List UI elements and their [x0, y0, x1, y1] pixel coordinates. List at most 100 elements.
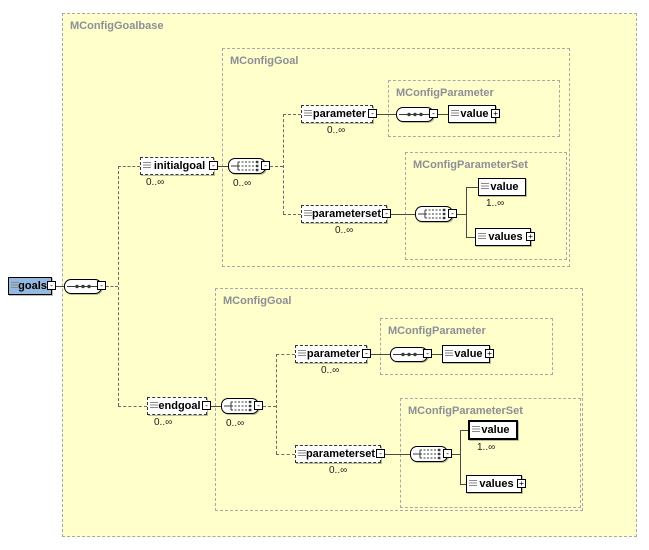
- connector-line: [377, 114, 396, 115]
- connector-line: [460, 484, 466, 485]
- collapse-icon[interactable]: -: [376, 449, 385, 458]
- element-value-parameter-top[interactable]: value: [448, 105, 496, 123]
- occurs-label: 0..∞: [146, 177, 165, 188]
- element-type-icon: [445, 350, 453, 356]
- collapse-icon[interactable]: -: [47, 281, 56, 290]
- sequence-glyph: [392, 352, 426, 357]
- sequence-glyph: [398, 112, 432, 117]
- element-type-icon: [304, 110, 312, 116]
- collapse-icon[interactable]: -: [254, 401, 263, 410]
- occurs-label: 0..∞: [335, 225, 354, 236]
- connector-line: [270, 166, 283, 167]
- connector-line: [391, 214, 415, 215]
- collapse-icon[interactable]: -: [97, 281, 106, 290]
- element-label: values: [479, 478, 514, 490]
- element-values-bottom[interactable]: values: [466, 475, 522, 493]
- connector-line: [118, 166, 140, 167]
- element-initialgoal[interactable]: initialgoal: [140, 157, 214, 175]
- element-type-icon: [478, 233, 486, 239]
- element-goals[interactable]: goals: [8, 277, 52, 295]
- group-mconfigparameterset-bottom: MConfigParameterSet: [400, 398, 581, 508]
- choice-glyph: [412, 448, 441, 460]
- element-type-icon: [143, 162, 151, 168]
- occurs-label: 0..∞: [321, 365, 340, 376]
- group-label-mconfiggoal-top: MConfigGoal: [230, 55, 299, 67]
- connector-line: [263, 406, 276, 407]
- element-label: value: [490, 181, 519, 193]
- element-endgoal[interactable]: endgoal: [147, 397, 207, 415]
- element-parameterset-top[interactable]: parameterset: [301, 205, 387, 223]
- element-type-icon: [11, 282, 19, 288]
- connector-line: [276, 454, 295, 455]
- element-label: value: [454, 348, 483, 360]
- expand-icon[interactable]: +: [517, 479, 526, 488]
- element-type-icon: [150, 402, 158, 408]
- group-mconfigparameterset-top: MConfigParameterSet: [405, 152, 567, 260]
- collapse-icon[interactable]: -: [261, 161, 270, 170]
- connector-line: [432, 354, 442, 355]
- occurs-label: 0..∞: [329, 465, 348, 476]
- element-value-parameter-bottom[interactable]: value: [442, 345, 490, 363]
- collapse-icon[interactable]: -: [209, 161, 218, 170]
- connector-line: [466, 237, 475, 238]
- expand-icon[interactable]: +: [526, 232, 535, 241]
- connector-line: [452, 454, 460, 455]
- group-label-mconfigparameter-bottom: MConfigParameter: [388, 325, 486, 337]
- element-parameter-top[interactable]: parameter: [301, 105, 373, 123]
- occurs-label: 0..∞: [327, 125, 346, 136]
- element-label: parameter: [306, 348, 361, 360]
- element-type-icon: [469, 480, 477, 486]
- element-label: value: [481, 424, 510, 436]
- element-type-icon: [298, 450, 306, 456]
- element-label: endgoal: [158, 400, 201, 412]
- expand-icon[interactable]: +: [491, 109, 500, 118]
- collapse-icon[interactable]: -: [443, 449, 452, 458]
- connector-line: [118, 166, 119, 406]
- connector-line: [276, 354, 295, 355]
- element-value-parameterset-bottom[interactable]: value: [468, 420, 518, 440]
- collapse-icon[interactable]: -: [423, 349, 432, 358]
- connector-line: [218, 166, 228, 167]
- collapse-icon[interactable]: -: [202, 401, 211, 410]
- element-parameterset-bottom[interactable]: parameterset: [295, 445, 381, 463]
- choice-glyph: [417, 208, 446, 220]
- element-values-top[interactable]: values: [475, 228, 531, 246]
- group-mconfiggoal-top: MConfigGoal: [222, 48, 570, 267]
- element-label: initialgoal: [153, 160, 206, 172]
- occurs-label: 0..∞: [226, 418, 245, 429]
- connector-line: [56, 286, 64, 287]
- element-parameter-bottom[interactable]: parameter: [295, 345, 367, 363]
- element-label: value: [460, 108, 489, 120]
- collapse-icon[interactable]: -: [362, 349, 371, 358]
- group-label-mconfiggoal-bottom: MConfigGoal: [223, 295, 292, 307]
- element-label: goals: [18, 280, 47, 292]
- connector-line: [118, 406, 147, 407]
- connector-line: [283, 114, 301, 115]
- element-type-icon: [472, 426, 480, 432]
- occurs-label: 0..∞: [154, 417, 173, 428]
- group-label-mconfigparameterset-top: MConfigParameterSet: [413, 159, 528, 171]
- connector-line: [460, 430, 461, 484]
- occurs-label: 0..∞: [233, 178, 252, 189]
- collapse-icon[interactable]: -: [429, 109, 438, 118]
- connector-line: [466, 187, 467, 237]
- group-label-mconfigparameterset-bottom: MConfigParameterSet: [408, 405, 523, 417]
- element-type-icon: [451, 110, 459, 116]
- occurs-label: 1..∞: [486, 198, 505, 209]
- element-value-parameterset-top[interactable]: value: [478, 178, 526, 196]
- collapse-icon[interactable]: -: [382, 209, 391, 218]
- group-mconfigparameter-top: MConfigParameter: [388, 80, 560, 137]
- group-mconfigparameter-bottom: MConfigParameter: [380, 318, 553, 375]
- expand-icon[interactable]: +: [485, 349, 494, 358]
- group-label-mconfigparameter-top: MConfigParameter: [396, 87, 494, 99]
- connector-line: [438, 114, 448, 115]
- group-label-mconfiggoalbase: MConfigGoalbase: [70, 20, 164, 32]
- connector-line: [460, 430, 468, 431]
- collapse-icon[interactable]: -: [368, 109, 377, 118]
- group-mconfiggoal-bottom: MConfigGoal: [215, 288, 583, 511]
- choice-glyph: [223, 400, 252, 412]
- connector-line: [371, 354, 390, 355]
- connector-line: [457, 214, 466, 215]
- collapse-icon[interactable]: -: [448, 209, 457, 218]
- element-label: parameterset: [311, 208, 382, 220]
